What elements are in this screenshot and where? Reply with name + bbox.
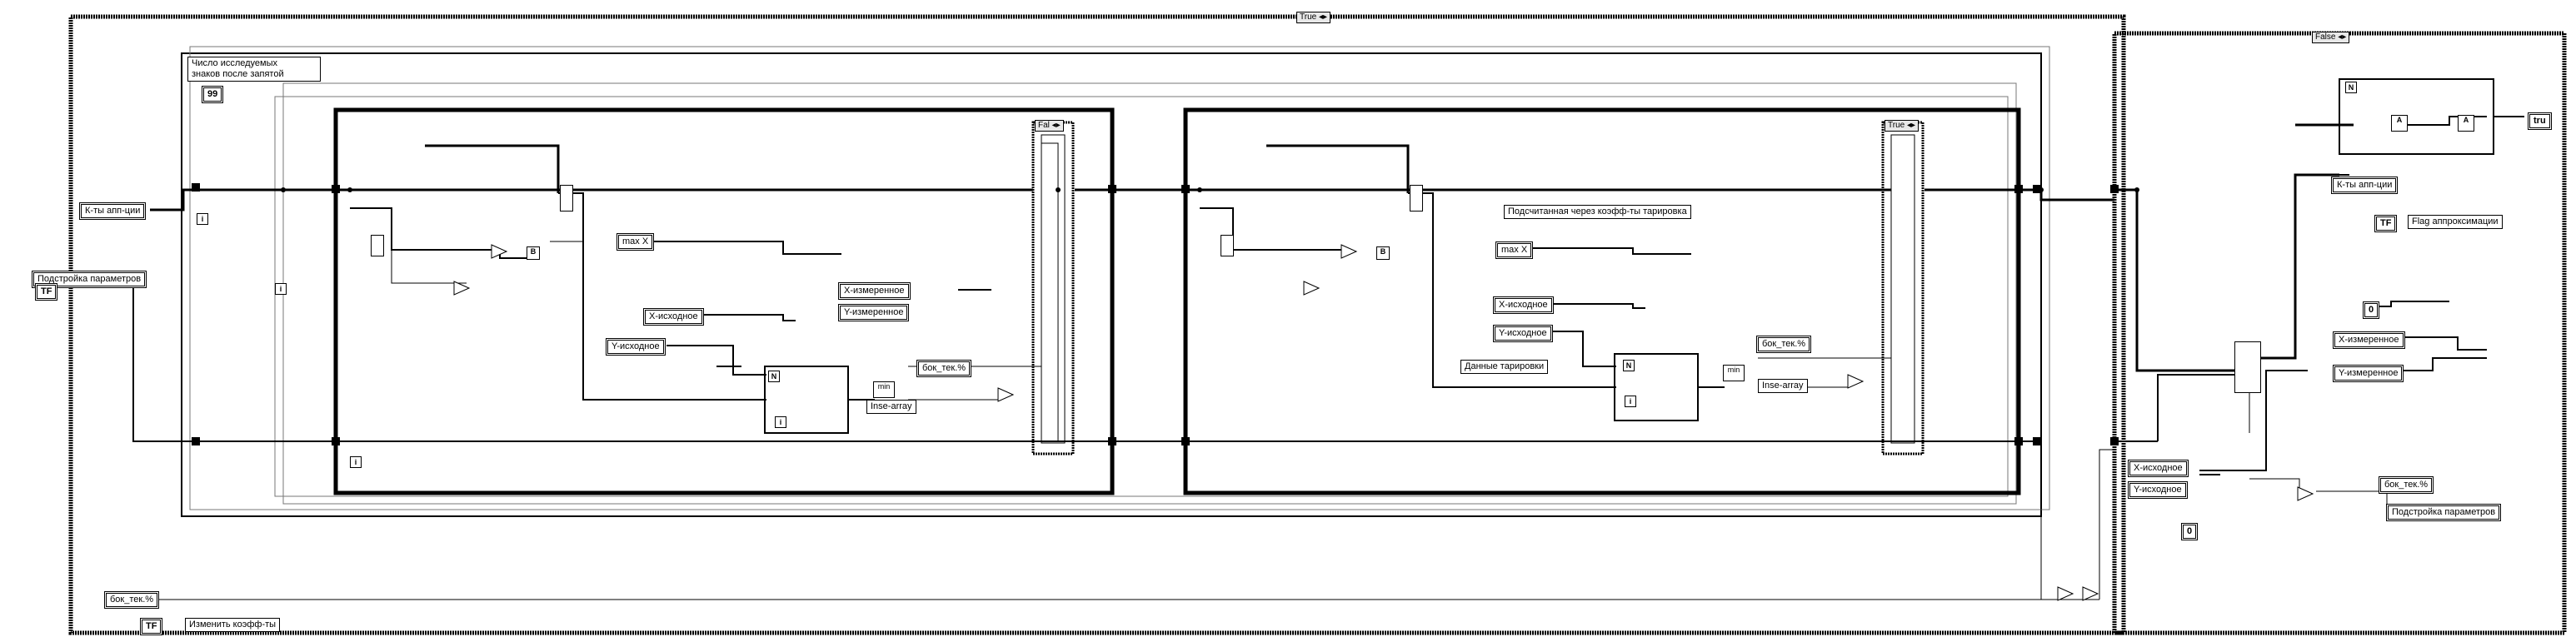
- false-case-selector-label: False: [2315, 32, 2336, 42]
- bok-tek-local[interactable]: бок_тек.%: [916, 360, 972, 377]
- outer-tunnel: [2033, 185, 2041, 193]
- case-tunnel-2: [2110, 437, 2119, 445]
- bok-tek-local-r[interactable]: бок_тек.%: [2379, 476, 2434, 494]
- bok-tek-control[interactable]: бок_тек.%: [104, 591, 160, 609]
- inner-iteration-terminal: i: [775, 416, 786, 428]
- inner-count-terminal-2: N: [1623, 360, 1635, 371]
- min-function-node: min: [873, 381, 895, 398]
- podstroika-tf-terminal: TF: [35, 283, 58, 301]
- left-inner-case-selector-label: Fal: [1038, 121, 1050, 130]
- min-function-node-2: min: [1723, 365, 1745, 381]
- max-x-local[interactable]: max X: [617, 233, 655, 251]
- zero-constant-2[interactable]: 0: [2363, 301, 2380, 319]
- kt-approximation-local[interactable]: К-ты апп-ции: [2331, 177, 2399, 194]
- y-source-local[interactable]: Y-исходное: [606, 338, 666, 356]
- kt-approximation-control[interactable]: К-ты апп-ции: [79, 202, 147, 220]
- build-array-node: [560, 185, 573, 212]
- array-index-node: [371, 235, 384, 256]
- outer-case-selector-label: True: [1300, 12, 1317, 22]
- flag-tf[interactable]: TF: [2374, 215, 2398, 232]
- inner-count-terminal: N: [768, 371, 780, 382]
- bundle-b-node: B: [527, 246, 540, 260]
- x-measured-local-r[interactable]: Х-измеренное: [2333, 331, 2405, 349]
- false-case-selector[interactable]: False ◂▸: [2312, 32, 2350, 43]
- bundle-b-node-2: B: [1376, 246, 1390, 260]
- tare-data-label: Данные тарировки: [1460, 360, 1549, 374]
- left-inner-case-selector[interactable]: Fal ◂▸: [1035, 120, 1064, 132]
- insert-array-node: Inse-array: [866, 400, 916, 414]
- podstroika-parameters-control[interactable]: Подстройка параметров: [32, 271, 147, 288]
- max-x-local-2[interactable]: max X: [1495, 241, 1534, 259]
- podstroika-parameters-local-r[interactable]: Подстройка параметров: [2386, 504, 2502, 521]
- right-inner-case-selector-label: True: [1888, 121, 1905, 130]
- outer-case-selector[interactable]: True ◂▸: [1296, 12, 1331, 23]
- y-source-local-2[interactable]: Y-исходное: [1493, 325, 1553, 342]
- tunnel: [192, 437, 200, 445]
- right-shift-register-4: [2014, 437, 2023, 445]
- left-shift-register-2: [332, 437, 340, 445]
- bok-tek-local-2[interactable]: бок_тек.%: [1756, 336, 1812, 353]
- outer-tunnel-2: [2033, 437, 2041, 445]
- unbundle-a-node: A: [2391, 115, 2408, 132]
- flag-approximation-label: Flag аппроксимации: [2408, 215, 2503, 229]
- x-source-local-2[interactable]: Х-исходное: [1493, 296, 1554, 314]
- change-coefficients-label: Изменить коэфф-ты: [185, 618, 281, 632]
- unbundle-a-node-2: A: [2458, 115, 2474, 132]
- case-tunnel: [2110, 185, 2119, 193]
- left-shift-register-3: [1181, 185, 1190, 193]
- x-measured-local[interactable]: Х-измеренное: [838, 282, 911, 300]
- tunnel: [192, 183, 200, 192]
- right-shift-register: [1108, 185, 1116, 193]
- insert-array-node-2: Inse-array: [1758, 379, 1808, 393]
- iteration-terminal: i: [275, 283, 287, 295]
- change-coef-tf[interactable]: TF: [140, 618, 163, 635]
- right-inner-case-selector[interactable]: True ◂▸: [1885, 120, 1920, 132]
- array-index-node-2: [1221, 235, 1234, 256]
- left-loop-iteration-terminal: i: [350, 456, 362, 468]
- true-constant[interactable]: tru: [2528, 112, 2552, 130]
- x-source-local[interactable]: Х-исходное: [643, 308, 704, 326]
- x-source-local-r[interactable]: Х-исходное: [2128, 460, 2189, 477]
- left-shift-register: [332, 185, 340, 193]
- right-shift-register-2: [1108, 437, 1116, 445]
- left-shift-register-4: [1181, 437, 1190, 445]
- build-array-node-2: [1410, 185, 1423, 212]
- zero-constant[interactable]: 0: [2181, 523, 2199, 540]
- digits-constant[interactable]: 99: [202, 86, 224, 103]
- right-shift-register-3: [2014, 185, 2023, 193]
- y-measured-local-r[interactable]: Y-измеренное: [2333, 365, 2404, 382]
- inner-iteration-terminal-2: i: [1625, 396, 1636, 407]
- y-source-local-r[interactable]: Y-исходное: [2128, 481, 2188, 499]
- calculated-tare-note: Подсчитанная через коэфф-ты тарировка: [1504, 205, 1691, 219]
- digits-after-point-label: Число исследуемых знаков после запятой: [187, 57, 321, 82]
- false-loop-count-terminal: N: [2345, 82, 2357, 93]
- iteration-terminal: i: [197, 213, 208, 225]
- cluster-node: [2234, 341, 2261, 393]
- y-measured-local[interactable]: Y-измеренное: [838, 304, 910, 321]
